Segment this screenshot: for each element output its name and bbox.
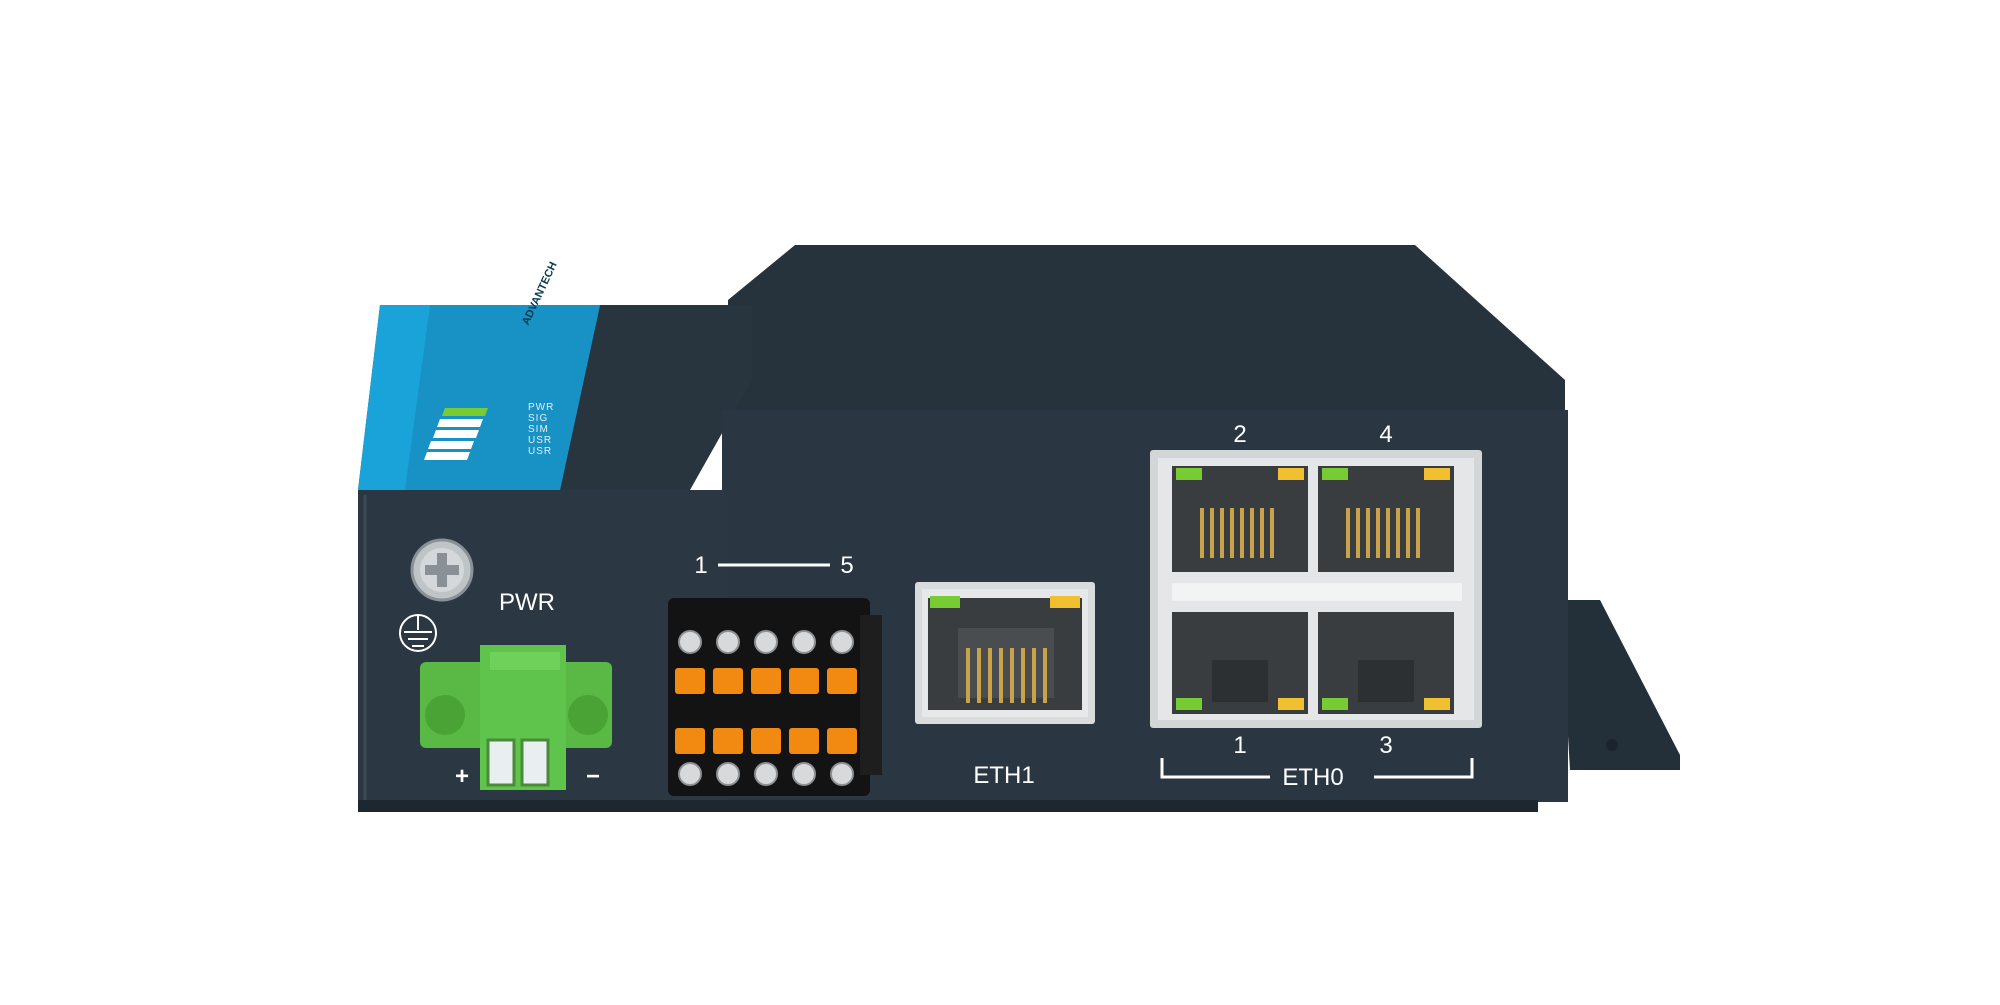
rj45-pin	[1230, 508, 1234, 558]
mounting-bracket	[1560, 600, 1680, 770]
eth0-port-2[interactable]	[1172, 466, 1308, 572]
terminal-button-top[interactable]	[827, 668, 857, 694]
led-label-pwr: PWR	[528, 402, 555, 413]
eth1-pins	[966, 648, 1047, 703]
rj45-pin	[1032, 648, 1036, 703]
terminal-label-end: 5	[840, 552, 854, 579]
rj45-pin	[1220, 508, 1224, 558]
rj45-pin	[966, 648, 970, 703]
pwr-label: PWR	[499, 589, 555, 616]
led-label-sim: SIM	[528, 424, 549, 435]
eth0-port-4-pins	[1346, 508, 1420, 558]
rj45-pin	[1043, 648, 1047, 703]
rj45-pin	[1356, 508, 1360, 558]
led-label-sig: SIG	[528, 413, 549, 424]
terminal-button-top[interactable]	[789, 668, 819, 694]
rj45-pin	[1260, 508, 1264, 558]
terminal-button-bottom[interactable]	[751, 728, 781, 754]
eth0-port-number-2: 2	[1233, 421, 1247, 448]
terminal-button-bottom[interactable]	[675, 728, 705, 754]
terminal-screw-bottom[interactable]	[678, 762, 702, 786]
terminal-screw-top[interactable]	[830, 630, 854, 654]
terminal-button-top[interactable]	[751, 668, 781, 694]
terminal-screw-bottom[interactable]	[792, 762, 816, 786]
power-terminal[interactable]	[420, 645, 612, 790]
eth0-port-number-1: 1	[1233, 732, 1247, 759]
eth0-port-number-3: 3	[1379, 732, 1393, 759]
eth1-port[interactable]	[915, 582, 1095, 724]
terminal-button-top[interactable]	[713, 668, 743, 694]
eth0-port-number-4: 4	[1379, 421, 1393, 448]
terminal-button-bottom[interactable]	[713, 728, 743, 754]
terminal-screw-top[interactable]	[754, 630, 778, 654]
led-label-usr-2: USR	[528, 446, 553, 457]
polarity-plus: +	[454, 763, 470, 790]
rj45-pin	[1021, 648, 1025, 703]
eth0-port-2-pins	[1200, 508, 1274, 558]
terminal-button-bottom[interactable]	[789, 728, 819, 754]
rj45-pin	[1376, 508, 1380, 558]
rj45-pin	[977, 648, 981, 703]
terminal-button-bottom[interactable]	[827, 728, 857, 754]
rj45-pin	[1346, 508, 1350, 558]
rj45-pin	[1210, 508, 1214, 558]
bottom-edge	[358, 800, 1538, 812]
eth0-port-3[interactable]	[1318, 612, 1454, 714]
top-housing	[728, 245, 1565, 410]
eth0-port-4[interactable]	[1318, 466, 1454, 572]
led-legend: PWR SIG SIM USR USR	[528, 402, 588, 457]
rj45-pin	[1010, 648, 1014, 703]
rj45-pin	[1416, 508, 1420, 558]
terminal-screw-top[interactable]	[678, 630, 702, 654]
rj45-pin	[988, 648, 992, 703]
rj45-pin	[1366, 508, 1370, 558]
ground-screw-icon	[410, 538, 474, 602]
led-label-usr-1: USR	[528, 435, 553, 446]
rj45-pin	[999, 648, 1003, 703]
terminal-button-top[interactable]	[675, 668, 705, 694]
terminal-screw-bottom[interactable]	[830, 762, 854, 786]
led-indicators	[424, 408, 488, 460]
rj45-pin	[1386, 508, 1390, 558]
io-terminal-block[interactable]	[668, 598, 882, 796]
bracket-hole	[1606, 739, 1618, 751]
rj45-pin	[1396, 508, 1400, 558]
polarity-minus: −	[585, 763, 601, 790]
terminal-screw-top[interactable]	[716, 630, 740, 654]
terminal-label-start: 1	[694, 552, 708, 579]
rj45-pin	[1250, 508, 1254, 558]
rj45-pin	[1240, 508, 1244, 558]
rj45-pin	[1270, 508, 1274, 558]
eth0-port-1[interactable]	[1172, 612, 1308, 714]
eth0-label: ETH0	[1282, 764, 1344, 791]
ground-icon	[399, 614, 437, 652]
rj45-pin	[1406, 508, 1410, 558]
terminal-screw-top[interactable]	[792, 630, 816, 654]
terminal-screw-bottom[interactable]	[754, 762, 778, 786]
eth1-label: ETH1	[973, 762, 1035, 789]
rj45-pin	[1200, 508, 1204, 558]
eth0-bracket	[1160, 758, 1474, 779]
terminal-screw-bottom[interactable]	[716, 762, 740, 786]
